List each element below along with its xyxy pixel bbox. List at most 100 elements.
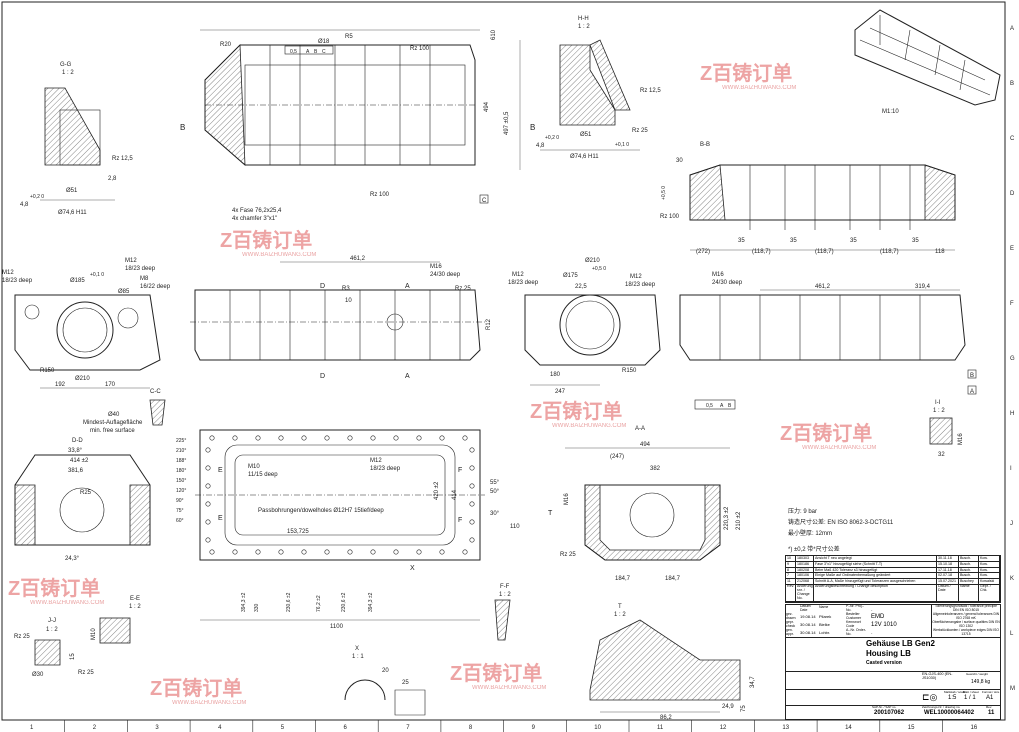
bolt-hole xyxy=(416,435,422,441)
dim: M10 xyxy=(248,464,260,470)
dim: M16 xyxy=(712,272,724,278)
view-title: G-G xyxy=(60,62,72,68)
dim: B xyxy=(728,403,732,409)
view-scale: 1 : 2 xyxy=(46,627,58,633)
view-scale: 1 : 2 xyxy=(614,612,626,618)
dim: Rz 25 xyxy=(632,128,648,134)
section-mark: T xyxy=(548,510,553,517)
dim: 24,9 xyxy=(722,704,734,710)
dim: 4x Fase 76,2x25,4 xyxy=(232,208,282,214)
view-bb: B-B 30 (272) 35 (118,7) 35 (118,7) 35 (1… xyxy=(660,142,956,255)
drawing-subtitle: Casted version xyxy=(866,660,902,666)
revision-cell-rev: 11 xyxy=(786,579,796,584)
dim: Ø85 xyxy=(118,289,130,295)
column-label: 10 xyxy=(594,725,601,731)
label: Rev. xyxy=(986,705,992,709)
dim: M16 xyxy=(958,433,964,445)
dim: 34,7 xyxy=(750,676,756,688)
label: gez. drawn xyxy=(786,612,796,620)
view-side-center: 461,2 D R3 10 M16 24/30 deep Rz 25 A D A… xyxy=(190,256,492,380)
view-title: A-A xyxy=(635,426,645,432)
datum: B xyxy=(970,373,974,379)
bolt-hole xyxy=(370,549,376,555)
label: Datum/ Date xyxy=(800,604,812,612)
dim: min. free surface xyxy=(90,428,135,434)
section-mark: B xyxy=(180,123,185,132)
dim: Ø210 xyxy=(585,258,600,264)
watermark-logo: Z百铸订单 xyxy=(8,576,100,600)
bolt-hole xyxy=(324,435,330,441)
dim: 497 ±0,5 xyxy=(504,111,510,135)
revision-cell-rev: 10 xyxy=(786,556,796,561)
revision-cell-desc: Einige Maße auf Ordinatenbemaßung geände… xyxy=(814,573,937,579)
dim: (272) xyxy=(696,249,710,255)
column-label: 16 xyxy=(971,725,978,731)
dim: 10 xyxy=(345,298,352,304)
watermark-url: WWW.BAIZHUWANG.COM xyxy=(472,685,546,691)
column-label: 15 xyxy=(908,725,915,731)
dim: 33,8° xyxy=(68,448,83,454)
note-tolerance: 铸造尺寸公差: EN ISO 8062-3-DCTG11 xyxy=(788,520,894,526)
dim: 30 xyxy=(676,158,683,164)
column-label: 7 xyxy=(406,725,410,731)
material: EN-GJS-400 (EN-JS1030) xyxy=(922,672,953,681)
checked-date: 30.08.14 xyxy=(800,622,816,627)
watermarks: Z百铸订单WWW.BAIZHUWANG.COMZ百铸订单WWW.BAIZHUWA… xyxy=(8,61,876,706)
view-title: T xyxy=(618,604,622,610)
dim: 20 xyxy=(382,668,389,674)
section-mark: B xyxy=(530,123,535,132)
view-dd: D-D 33,8° 414 ±2 381,6 R25 24,3° xyxy=(14,438,151,562)
format: A1 xyxy=(986,695,994,701)
approved-name: Lohbr. xyxy=(819,630,831,635)
revision-cell-no: Änderungsnr. / Change No. xyxy=(797,583,814,601)
dim: 461,2 xyxy=(350,256,366,262)
dim: 18/23 deep xyxy=(508,280,539,286)
weight: 149,8 kg xyxy=(971,679,991,685)
dim: R20 xyxy=(220,42,232,48)
dim: 4,8 xyxy=(536,143,545,149)
dim: 32 xyxy=(938,452,945,458)
section-mark: A xyxy=(405,283,410,290)
angle-labels: 225°210°188°180°150°120°90°75°60° xyxy=(176,438,186,524)
revision-row: Rev.Änderungsnr. / Change No.Änderungsbe… xyxy=(786,583,1000,602)
note-pressure: 压力: 9 bar xyxy=(788,509,818,515)
revision-cell-chk: Kowalski xyxy=(979,579,1000,584)
dim: Ø40 xyxy=(108,412,120,418)
dim: 16/22 deep xyxy=(140,284,171,290)
dim: +0,1 0 xyxy=(90,272,104,278)
dim: 25 xyxy=(402,680,409,686)
view-title: H-H xyxy=(578,16,589,22)
dim: 461,2 xyxy=(815,284,831,290)
dim: 184,7 xyxy=(615,576,631,582)
section-mark: A xyxy=(405,373,410,380)
dim: Ø74,6 H11 xyxy=(570,154,599,160)
angle-label: 188° xyxy=(176,458,186,464)
revision: 11 xyxy=(988,710,995,716)
column-label: 9 xyxy=(532,725,536,731)
bolt-hole xyxy=(370,435,376,441)
section-mark: F xyxy=(458,467,462,474)
revision-cell-chk: Kow. xyxy=(979,556,1000,561)
row-label: C xyxy=(1010,136,1015,142)
revision-cell-name: Busch. xyxy=(959,573,979,579)
section-mark: F xyxy=(458,517,462,524)
dim: M12 xyxy=(630,274,642,280)
sap-number: 200107062 xyxy=(874,710,905,716)
dim: 382 xyxy=(650,466,661,472)
bolt-hole xyxy=(469,501,475,507)
section-mark: D xyxy=(320,283,325,290)
bolt-hole xyxy=(205,447,211,453)
revision-cell-desc: Schnitt A-A, Maße hinzugefügt und Tolera… xyxy=(814,579,937,584)
dim: 1100 xyxy=(330,624,344,630)
view-ee: E-E 1 : 2 M10 xyxy=(91,596,141,644)
revision-cell-date: 17.11.18 xyxy=(937,567,959,573)
view-title: B-B xyxy=(700,142,710,148)
dim: 86,2 xyxy=(660,715,672,721)
dim: 118 xyxy=(935,249,945,255)
dim: (247) xyxy=(610,454,624,460)
dim: (118,7) xyxy=(880,249,899,255)
drawing-number: WEL10000064402 xyxy=(924,710,975,716)
revision-cell-desc: Fase 3"x1" hinzugefügt siehe (Schnitt T-… xyxy=(814,561,937,567)
